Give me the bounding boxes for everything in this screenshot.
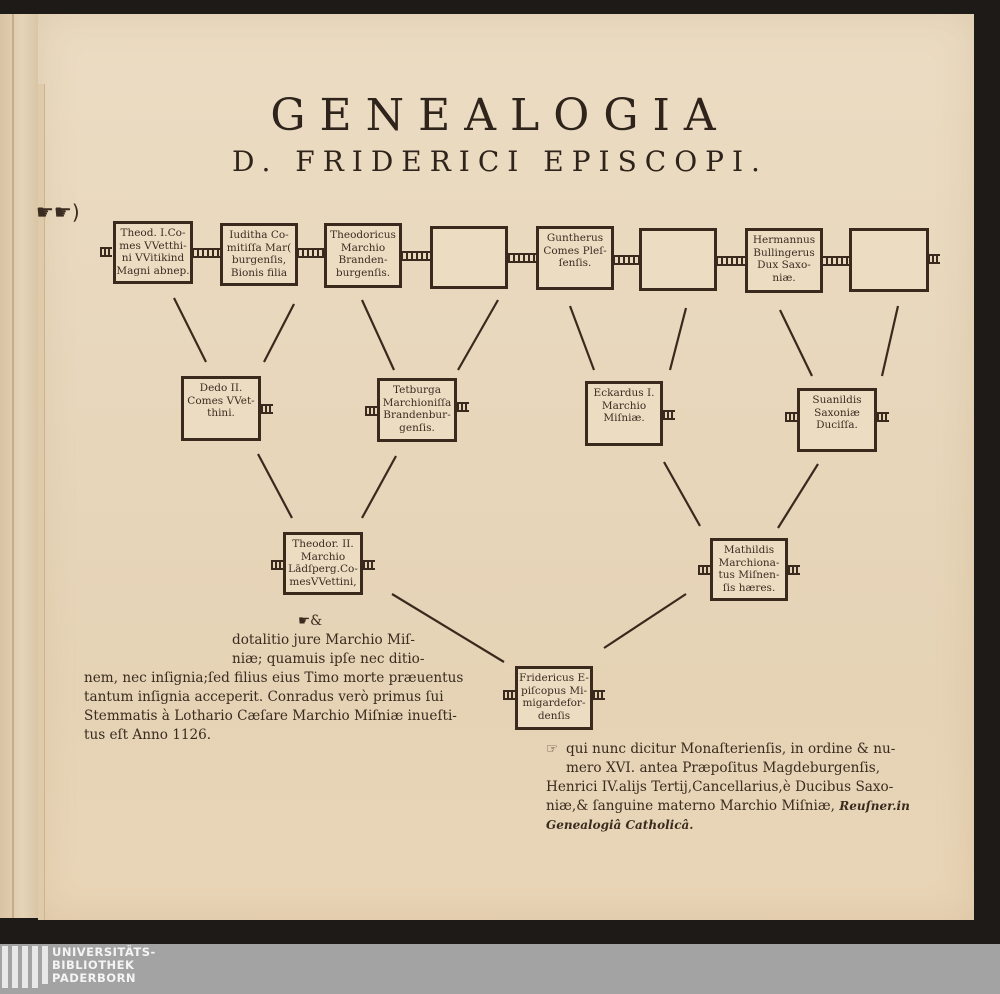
parent-box: Mathildis Marchiona- tus Miſnen- ſis hær… <box>710 538 788 601</box>
note-left-line: Stemmatis à Lothario Cæſare Marchio Miſn… <box>84 708 457 724</box>
ancestor-name: Theod. I.Co- mes VVetthi- ni VVitikind M… <box>116 227 190 277</box>
grandparent-name: Suanildis Saxoniæ Duciſſa. <box>812 394 862 431</box>
chain-link <box>788 565 800 575</box>
note-left-line: niæ; quamuis ipſe nec ditio- <box>232 651 425 667</box>
note-right-line-with-citation: niæ,& ſanguine materno Marchio Miſniæ, R… <box>546 797 910 816</box>
page-fold <box>12 14 14 918</box>
ancestor-box: Guntherus Comes Pleſ- ſenſis. <box>536 226 614 290</box>
citation: Reuſner.in <box>839 799 910 813</box>
note-left-line: nem, nec inſignia;ſed filius eius Timo m… <box>84 670 464 686</box>
subject-box: Fridericus E- piſcopus Mi- migardefor- d… <box>515 666 593 730</box>
note-right-line: mero XVI. antea Præpoſitus Magdeburgenſi… <box>566 760 881 776</box>
citation-line: Genealogiâ Catholicâ. <box>546 816 910 835</box>
chain-link <box>271 560 283 570</box>
subject-name: Fridericus E- piſcopus Mi- migardefor- d… <box>519 672 589 722</box>
chain-link <box>698 565 710 575</box>
library-name-line: PADERBORN <box>52 971 137 985</box>
chain-link <box>821 256 851 266</box>
chain-link <box>593 690 605 700</box>
ancestor-box-empty <box>430 226 508 289</box>
chain-link <box>261 404 273 414</box>
page-title: GENEALOGIA <box>270 90 730 141</box>
library-name: UNIVERSITÄTS- BIBLIOTHEK PADERBORN <box>52 946 156 985</box>
parent-name: Mathildis Marchiona- tus Miſnen- ſis hær… <box>718 544 780 594</box>
facing-page-edge <box>0 14 38 918</box>
ancestor-name: Hermannus Bullingerus Dux Saxo- niæ. <box>752 234 816 284</box>
chain-link <box>297 248 325 258</box>
ancestor-name: Theodoricus Marchio Branden- burgenſis. <box>330 229 396 279</box>
parent-name: Theodor. II. Marchio Lādſperg.Co- mesVVe… <box>288 538 358 588</box>
chain-link <box>613 255 641 265</box>
chain-link <box>785 412 797 422</box>
chain-link <box>928 254 940 264</box>
citation: Genealogiâ Catholicâ. <box>546 818 694 832</box>
note-left-line: dotalitio jure Marchio Miſ- <box>232 632 415 648</box>
ancestor-box: Iuditha Co- mitiſſa Mar( burgenſis, Bion… <box>220 223 298 286</box>
ancestor-box: Theodoricus Marchio Branden- burgenſis. <box>324 223 402 288</box>
grandparent-box: Dedo II. Comes VVet- thini. <box>181 376 261 441</box>
note-right-line: niæ,& ſanguine materno Marchio Miſniæ, <box>546 798 835 814</box>
grandparent-box: Eckardus I. Marchio Miſniæ. <box>585 381 663 446</box>
ancestor-box: Theod. I.Co- mes VVetthi- ni VVitikind M… <box>113 221 193 284</box>
note-right-line: qui nunc dicitur Monaſterienſis, in ordi… <box>566 741 896 757</box>
pointing-hand-icon: ☛☛) <box>36 200 80 224</box>
pointing-hand-icon: ☞ <box>546 741 559 757</box>
note-left-line: tantum inſignia acceperit. Conradus verò… <box>84 689 444 705</box>
page-subtitle: D. FRIDERICI EPISCOPI. <box>232 145 768 178</box>
chain-link <box>503 690 515 700</box>
chain-link <box>401 251 431 261</box>
chain-link <box>192 248 222 258</box>
note-right: ☞ qui nunc dicitur Monaſterienſis, in ord… <box>546 740 910 835</box>
library-name-line: BIBLIOTHEK <box>52 958 135 972</box>
note-right-first-line: ☞ qui nunc dicitur Monaſterienſis, in ord… <box>546 740 910 759</box>
ancestor-name: Iuditha Co- mitiſſa Mar( burgenſis, Bion… <box>226 229 292 279</box>
ancestor-name: Guntherus Comes Pleſ- ſenſis. <box>543 232 607 269</box>
chain-link <box>100 247 112 257</box>
note-right-line: Henrici IV.alijs Tertij,Cancellarius,è D… <box>546 779 894 795</box>
note-left-line: tus eſt Anno 1126. <box>84 727 212 743</box>
ancestor-box: Hermannus Bullingerus Dux Saxo- niæ. <box>745 228 823 293</box>
grandparent-name: Eckardus I. Marchio Miſniæ. <box>593 387 655 424</box>
ancestor-box-empty <box>639 228 717 291</box>
ancestor-box-empty <box>849 228 929 292</box>
parent-box: Theodor. II. Marchio Lādſperg.Co- mesVVe… <box>283 532 363 595</box>
grandparent-name: Dedo II. Comes VVet- thini. <box>187 382 255 419</box>
chain-link <box>363 560 375 570</box>
grandparent-name: Tetburga Marchioniſſa Brandenbur- genſis… <box>382 384 452 434</box>
chain-link <box>663 410 675 420</box>
note-left-marker: ☛& <box>298 613 323 629</box>
grandparent-box: Tetburga Marchioniſſa Brandenbur- genſis… <box>377 378 457 442</box>
chain-link <box>716 256 746 266</box>
note-left: ☛& dotalitio jure Marchio Miſ- niæ; quam… <box>84 612 463 745</box>
library-name-line: UNIVERSITÄTS- <box>52 945 156 959</box>
chain-link <box>457 402 469 412</box>
chain-link <box>508 253 536 263</box>
library-footer: UNIVERSITÄTS- BIBLIOTHEK PADERBORN <box>0 944 1000 994</box>
chain-link <box>877 412 889 422</box>
chain-link <box>365 406 377 416</box>
grandparent-box: Suanildis Saxoniæ Duciſſa. <box>797 388 877 452</box>
